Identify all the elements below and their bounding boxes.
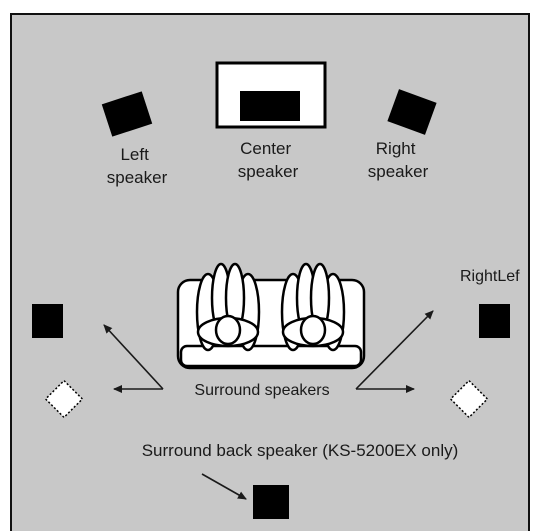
clipped-right-label: RightLef <box>460 268 520 285</box>
tv-icon <box>215 61 327 129</box>
surround-back-speaker-icon <box>253 485 289 519</box>
surround-back-label: Surround back speaker (KS-5200EX only) <box>142 441 459 460</box>
surround-right-speaker-icon <box>479 304 510 338</box>
right-speaker-label: Right speaker <box>368 139 429 181</box>
surround-arrows <box>103 310 434 500</box>
right-speaker-icon <box>387 89 437 135</box>
surround-speakers-label: Surround speakers <box>194 382 329 399</box>
left-speaker-icon <box>101 91 153 137</box>
surround-left-speaker-icon <box>32 304 63 338</box>
dotted-speaker-right-icon <box>449 379 489 419</box>
sofa-icon <box>176 262 366 370</box>
left-speaker-label: Left speaker <box>107 145 168 187</box>
center-speaker-label: Center speaker <box>238 139 299 181</box>
dotted-speaker-left-icon <box>44 379 84 419</box>
